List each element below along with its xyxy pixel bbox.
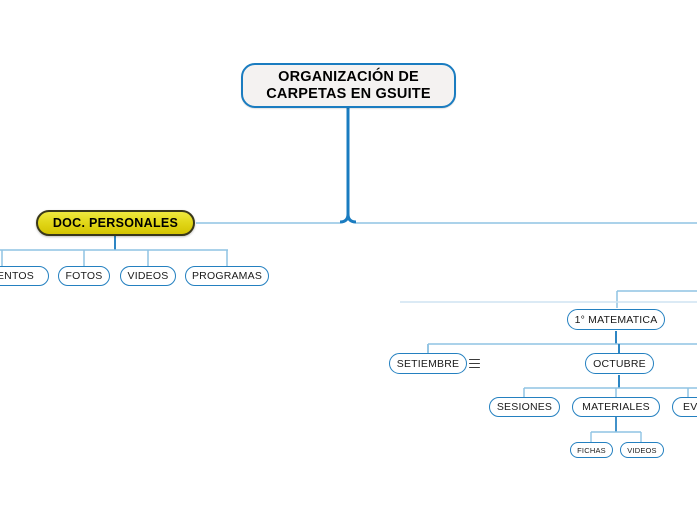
hamburger-icon[interactable] <box>469 359 480 368</box>
node-doc-personales[interactable]: DOC. PERSONALES <box>36 210 195 236</box>
node-videos-materiales-label: VIDEOS <box>627 445 657 455</box>
node-fotos-label: FOTOS <box>65 270 103 282</box>
node-setiembre[interactable]: SETIEMBRE <box>389 353 467 374</box>
node-programas-label: PROGRAMAS <box>191 270 263 282</box>
root-node[interactable]: ORGANIZACIÓN DE CARPETAS EN GSUITE <box>241 63 456 108</box>
node-evaluaciones[interactable]: EV <box>672 397 697 417</box>
node-evaluaciones-label: EV <box>683 401 697 413</box>
node-materiales-label: MATERIALES <box>582 401 650 413</box>
node-programas[interactable]: PROGRAMAS <box>185 266 269 286</box>
node-octubre[interactable]: OCTUBRE <box>585 353 654 374</box>
node-fichas[interactable]: FICHAS <box>570 442 613 458</box>
root-title-line1: ORGANIZACIÓN DE <box>278 68 419 85</box>
hamburger-line <box>469 362 480 365</box>
hamburger-line <box>469 366 480 368</box>
root-title-line2: CARPETAS EN GSUITE <box>266 85 431 102</box>
node-materiales[interactable]: MATERIALES <box>572 397 660 417</box>
node-octubre-label: OCTUBRE <box>593 357 646 370</box>
node-1-matematica-label: 1° MATEMATICA <box>574 313 658 326</box>
node-sesiones[interactable]: SESIONES <box>489 397 560 417</box>
node-documentos[interactable]: MENTOS <box>0 266 49 286</box>
node-sesiones-label: SESIONES <box>496 401 553 413</box>
node-videos-personales[interactable]: VIDEOS <box>120 266 176 286</box>
node-fichas-label: FICHAS <box>577 445 606 455</box>
node-doc-personales-label: DOC. PERSONALES <box>52 216 179 230</box>
node-videos-materiales[interactable]: VIDEOS <box>620 442 664 458</box>
node-documentos-label: MENTOS <box>0 270 34 282</box>
node-fotos[interactable]: FOTOS <box>58 266 110 286</box>
hamburger-line <box>469 359 480 361</box>
node-videos-personales-label: VIDEOS <box>127 270 169 282</box>
node-1-matematica[interactable]: 1° MATEMATICA <box>567 309 665 330</box>
node-setiembre-label: SETIEMBRE <box>396 357 460 370</box>
